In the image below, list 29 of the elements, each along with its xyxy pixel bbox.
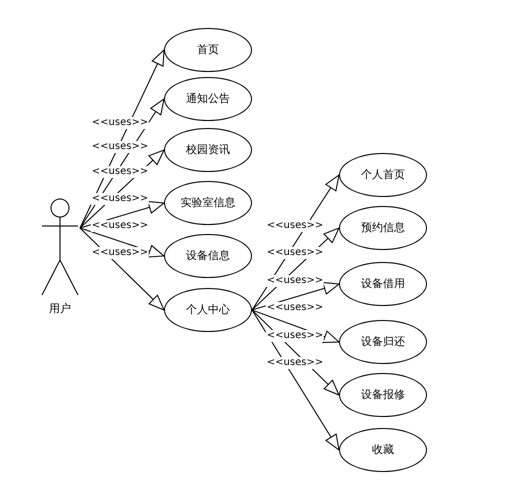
- use-case-name: 预约信息: [361, 221, 405, 235]
- edge-label: <<uses>>: [90, 220, 150, 232]
- use-case-name: 个人中心: [186, 303, 230, 317]
- use-case-name: 首页: [197, 43, 219, 57]
- edge-label: <<uses>>: [90, 141, 150, 153]
- edge-label: <<uses>>: [90, 193, 150, 205]
- use-case-name: 实验室信息: [180, 196, 236, 210]
- edge-label: <<uses>>: [266, 357, 324, 369]
- edge-label: <<uses>>: [266, 247, 324, 259]
- edge-label: <<uses>>: [266, 220, 324, 232]
- edge-label: <<uses>>: [266, 275, 324, 287]
- use-case-name: 设备报修: [361, 388, 405, 402]
- use-case-name: 设备借用: [361, 277, 405, 291]
- edge-label: <<uses>>: [90, 117, 150, 129]
- use-case-ellipse: [164, 28, 252, 72]
- arrow: [80, 228, 164, 258]
- edge-label: <<uses>>: [90, 247, 150, 259]
- use-case-name: 设备信息: [186, 249, 230, 263]
- use-case-ellipse: [339, 428, 427, 472]
- use-case-name: 收藏: [372, 443, 394, 457]
- use-case-name: 个人首页: [361, 168, 405, 182]
- use-case-name: 通知公告: [186, 92, 230, 106]
- edge-label: <<uses>>: [90, 166, 150, 178]
- use-case-name: 校园资讯: [186, 143, 230, 157]
- edge-label: <<uses>>: [266, 330, 324, 342]
- use-case-ellipse: [339, 153, 427, 197]
- use-case-name: 设备归还: [361, 335, 405, 349]
- actor-name: 用户: [49, 302, 71, 316]
- use-case-ellipse: [164, 77, 252, 121]
